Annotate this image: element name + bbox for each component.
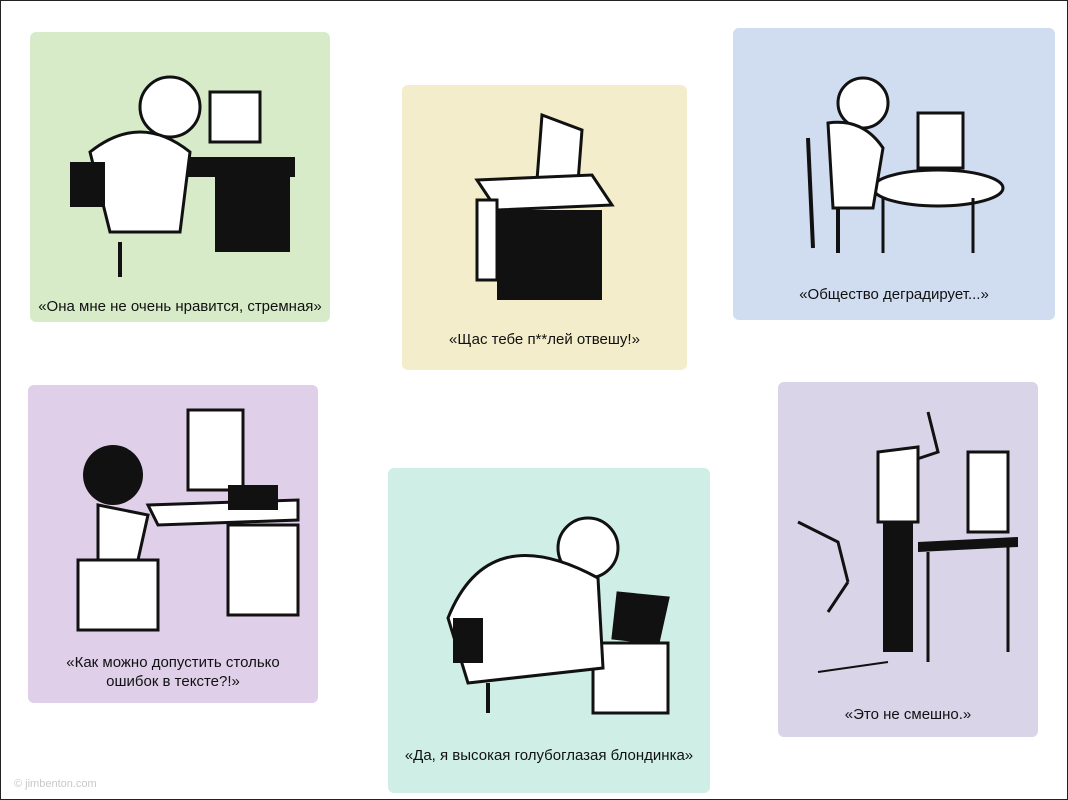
illustration-old-man-at-computer — [806, 76, 1005, 253]
illustration-man-at-computer — [70, 75, 295, 277]
comic-panel-3: «Общество деградирует...» — [733, 28, 1055, 320]
caption: «Она мне не очень нравится, стремная» — [38, 298, 322, 315]
comic-panel-2: «Щас тебе п**лей отвешу!» — [402, 85, 687, 370]
caption: «Щас тебе п**лей отвешу!» — [449, 331, 640, 348]
watermark: © jimbenton.com — [14, 778, 97, 790]
illustration-child-at-computer — [76, 408, 300, 632]
caption-line-1: «Как можно допустить столько — [66, 654, 280, 671]
comic-panel-6: «Это не смешно.» — [778, 382, 1038, 737]
illustration-computer-desk — [474, 112, 615, 300]
caption: «Да, я высокая голубоглазая блондинка» — [404, 747, 694, 764]
illustration-fat-man-at-laptop — [446, 516, 670, 715]
comic-panel-1: «Она мне не очень нравится, стремная» — [30, 32, 330, 322]
illustration-thin-man-with-branch — [797, 411, 1018, 673]
comic-panel-5: «Да, я высокая голубоглазая блондинка» — [388, 468, 710, 793]
comic-panel-4: «Как можно допустить столько ошибок в те… — [28, 385, 318, 703]
caption: «Это не смешно.» — [844, 706, 972, 723]
caption: «Общество деградирует...» — [799, 286, 989, 303]
caption-line-2: ошибок в тексте?!» — [106, 673, 240, 690]
